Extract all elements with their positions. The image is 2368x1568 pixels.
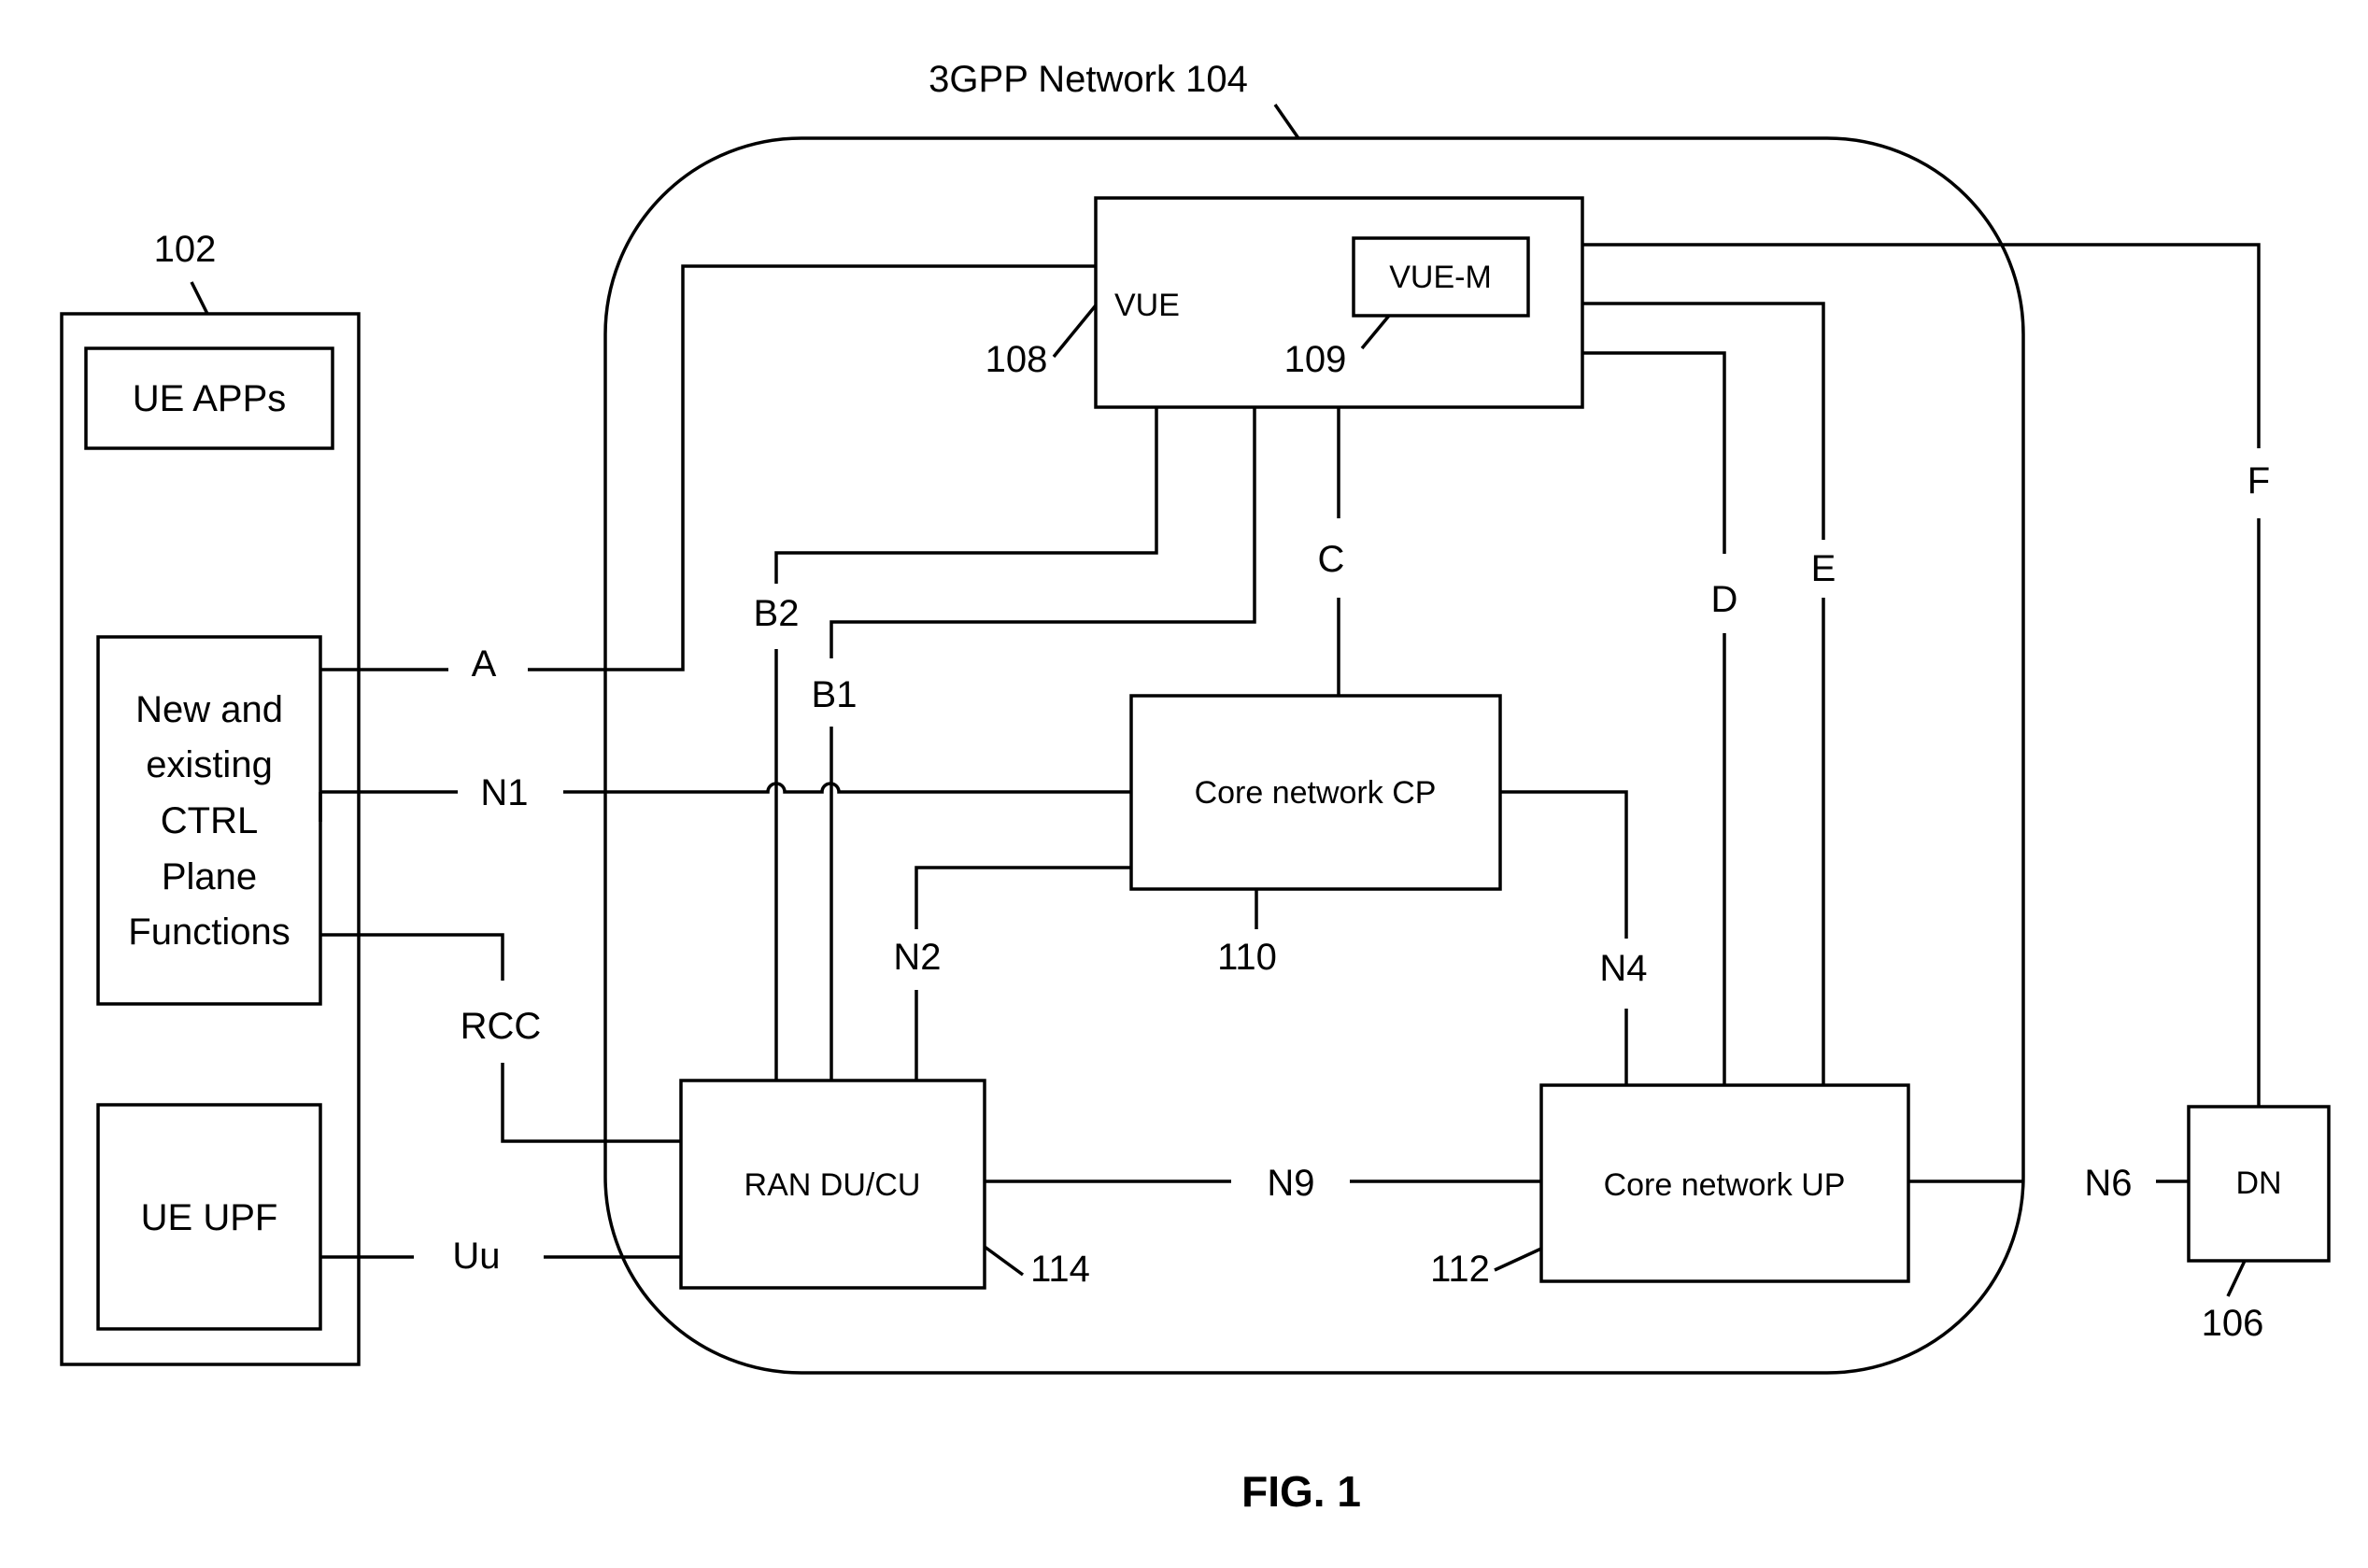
interface-e-label: E bbox=[1811, 548, 1836, 589]
interface-n6-label: N6 bbox=[2084, 1163, 2132, 1204]
vue-m-box bbox=[1352, 236, 1530, 318]
interface-n9: N9 bbox=[985, 1163, 1541, 1204]
interface-c: C bbox=[1318, 407, 1345, 696]
interface-n6: N6 bbox=[1908, 1163, 2189, 1204]
core-cp-label: Core network CP bbox=[1195, 775, 1437, 811]
ue-upf-box bbox=[96, 1103, 322, 1331]
vue-m-leader-line bbox=[1360, 314, 1391, 350]
ue-ctrl-line-2: existing bbox=[146, 744, 273, 785]
ran-label: RAN DU/CU bbox=[744, 1167, 921, 1203]
ran-box bbox=[679, 1079, 986, 1290]
interface-d-label: D bbox=[1711, 579, 1738, 620]
interface-rcc-label: RCC bbox=[461, 1006, 542, 1047]
vue-m-label: VUE-M bbox=[1389, 260, 1492, 295]
interface-n2: N2 bbox=[893, 866, 1131, 1081]
core-up-label: Core network UP bbox=[1604, 1167, 1846, 1203]
interface-n1-label: N1 bbox=[480, 772, 528, 813]
interface-n4-label: N4 bbox=[1599, 948, 1647, 989]
ue-apps-box bbox=[84, 346, 334, 450]
network-label: 3GPP Network 104 bbox=[929, 59, 1248, 100]
ue-apps-label: UE APPs bbox=[133, 378, 287, 419]
interface-n1: N1 bbox=[319, 772, 1131, 822]
core-cp-ref: 110 bbox=[1217, 937, 1277, 978]
dn-box bbox=[2187, 1105, 2331, 1263]
interface-n4: N4 bbox=[1500, 790, 1648, 1085]
vue-ref: 108 bbox=[985, 339, 1048, 380]
vue-label: VUE bbox=[1114, 288, 1180, 323]
interface-n2-label: N2 bbox=[893, 937, 941, 978]
dn-leader-line bbox=[2226, 1260, 2247, 1297]
interface-b2: B2 bbox=[754, 407, 1158, 1081]
core-up-ref: 112 bbox=[1430, 1249, 1490, 1290]
dn-label: DN bbox=[2235, 1165, 2281, 1201]
interface-uu: Uu bbox=[320, 1236, 681, 1277]
vue-m-ref: 109 bbox=[1284, 339, 1347, 380]
interface-d: D bbox=[1582, 351, 1738, 1085]
interface-uu-label: Uu bbox=[452, 1236, 500, 1277]
ue-upf-label: UE UPF bbox=[141, 1197, 278, 1238]
interface-b1-label: B1 bbox=[812, 674, 858, 715]
network-leader-line bbox=[1273, 104, 1300, 139]
interface-a: A bbox=[320, 264, 1096, 685]
vue-leader-line bbox=[1052, 304, 1098, 359]
ue-ctrl-line-3: CTRL bbox=[161, 800, 258, 841]
interface-e: E bbox=[1582, 302, 1836, 1085]
core-up-box bbox=[1539, 1083, 1910, 1283]
interface-b2-label: B2 bbox=[754, 593, 800, 634]
core-cp-box bbox=[1129, 694, 1502, 891]
interface-b1: B1 bbox=[812, 407, 1256, 1081]
dn-ref: 106 bbox=[2202, 1303, 2264, 1344]
figure-caption: FIG. 1 bbox=[1241, 1467, 1361, 1516]
ran-ref: 114 bbox=[1030, 1249, 1090, 1290]
interface-c-label: C bbox=[1318, 539, 1345, 580]
ran-leader-line bbox=[983, 1245, 1025, 1277]
interface-f: F bbox=[1582, 243, 2270, 1107]
ue-ref: 102 bbox=[154, 229, 217, 270]
network-boundary bbox=[603, 136, 2025, 1375]
ue-ctrl-line-1: New and bbox=[135, 689, 283, 730]
interface-rcc: RCC bbox=[320, 933, 681, 1143]
interface-f-label: F bbox=[2247, 460, 2270, 501]
ue-leader-line bbox=[190, 281, 209, 315]
ue-ctrl-line-4: Plane bbox=[162, 856, 257, 897]
core-up-leader-line bbox=[1494, 1247, 1542, 1272]
ue-ctrl-line-5: Functions bbox=[128, 911, 290, 953]
interface-a-label: A bbox=[472, 643, 497, 685]
interface-n9-label: N9 bbox=[1267, 1163, 1314, 1204]
